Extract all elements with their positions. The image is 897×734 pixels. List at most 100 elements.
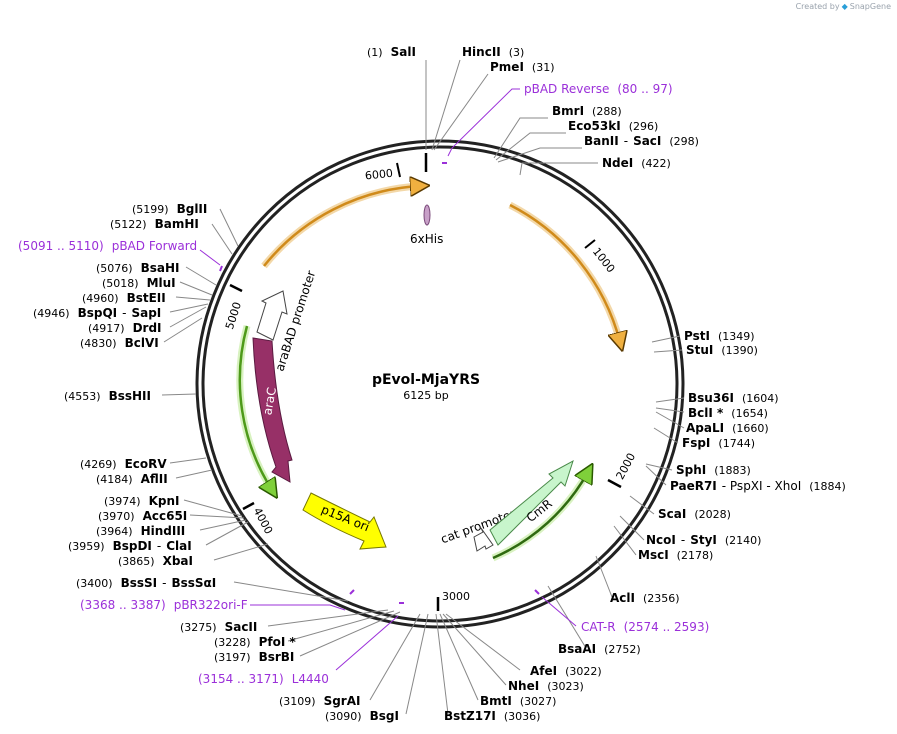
tick-label-6000: 6000 xyxy=(364,167,393,183)
backbone-inner xyxy=(201,145,679,623)
site-nhei: NheI(3023) xyxy=(508,679,584,693)
site-ecorv: (4269)EcoRV xyxy=(80,457,167,471)
cat-promoter-feature xyxy=(473,527,494,552)
tick-label-2000: 2000 xyxy=(614,451,639,482)
site-acc65i: (3970)Acc65I xyxy=(98,509,187,523)
site-scai: ScaI(2028) xyxy=(658,507,731,521)
tick-mark-2000 xyxy=(607,478,622,489)
leader-line xyxy=(433,73,489,151)
leader-line xyxy=(189,514,245,519)
leader-line xyxy=(445,613,521,671)
primer-marks xyxy=(219,162,540,604)
site-bsaai: BsaAI(2752) xyxy=(558,642,641,656)
green-arcs xyxy=(236,325,588,562)
site-xbai: (3865)XbaI xyxy=(118,554,193,568)
site-sgrai: (3109)SgrAI xyxy=(279,694,360,708)
leader-line xyxy=(233,581,349,602)
leader-line xyxy=(205,521,249,546)
leader-line xyxy=(179,281,213,296)
site-leader-lines xyxy=(161,59,685,715)
primer-pbad-forward: (5091 .. 5110)pBAD Forward xyxy=(18,239,197,253)
tick-mark-4000 xyxy=(242,501,255,511)
leader-line xyxy=(655,411,685,429)
leader-line xyxy=(439,613,479,701)
leader-line xyxy=(629,495,655,515)
site-bclvi: (4830)BclVI xyxy=(80,336,159,350)
leader-line xyxy=(645,465,667,486)
site-fspi: FspI(1744) xyxy=(682,436,755,450)
arabad-promoter-feature xyxy=(256,290,288,341)
leader-line xyxy=(199,519,247,531)
primer-line-cat-r xyxy=(541,596,577,627)
leader-line xyxy=(161,393,197,396)
leader-line xyxy=(497,147,582,163)
site-hincii: HincII(3) xyxy=(462,45,524,59)
cmr-feature xyxy=(489,459,574,546)
primer-l4440: (3154 .. 3171)L4440 xyxy=(198,672,329,686)
leader-line xyxy=(169,306,207,328)
primer-line-l4440 xyxy=(335,615,399,671)
green-arc-left xyxy=(238,325,272,490)
leader-line xyxy=(175,469,213,479)
primer-pbr322ori-f: (3368 .. 3387)pBR322ori-F xyxy=(80,598,248,612)
site-acli: AclI(2356) xyxy=(610,591,680,605)
leader-line xyxy=(613,525,637,556)
arac-label: araC xyxy=(260,386,279,416)
leader-line xyxy=(175,296,211,301)
leader-line xyxy=(547,585,587,649)
site-bsu36i: Bsu36I(1604) xyxy=(688,391,779,405)
leader-line xyxy=(493,117,548,159)
snapgene-logo-icon: ◆ xyxy=(841,2,848,11)
orange-arc-glow-right xyxy=(508,201,624,343)
site-eco53ki: Eco53kI(296) xyxy=(568,119,658,133)
leader-line xyxy=(183,499,243,517)
site-psti: PstI(1349) xyxy=(684,329,755,343)
site-pmei: PmeI(31) xyxy=(490,60,555,74)
green-arc-right xyxy=(492,472,588,560)
leader-line xyxy=(595,555,613,598)
leader-line xyxy=(495,132,566,161)
leader-line xyxy=(653,427,679,444)
site-apali: ApaLI(1660) xyxy=(686,421,769,435)
plasmid-name: pEvol-MjaYRS xyxy=(372,372,480,388)
leader-line xyxy=(405,613,429,715)
primer-pbad-reverse: pBAD Reverse(80 .. 97) xyxy=(524,82,673,96)
site-bspdi-clai: (3959)BspDI-ClaI xyxy=(68,539,192,553)
site-bstz17i: BstZ17I(3036) xyxy=(444,709,540,723)
site-bsteii: (4960)BstEII xyxy=(82,291,166,305)
leader-line xyxy=(655,397,685,403)
primer-mark xyxy=(534,589,540,595)
primer-mark xyxy=(349,589,355,595)
leader-line xyxy=(299,611,401,657)
site-sali: (1)SalI xyxy=(367,45,416,59)
site-stui: StuI(1390) xyxy=(686,343,758,357)
leader-line xyxy=(619,515,645,541)
site-sphi: SphI(1883) xyxy=(676,463,751,477)
mjayrs-gene-arcs xyxy=(261,186,624,343)
primer-cat-r: CAT-R(2574 .. 2593) xyxy=(581,620,709,634)
leader-line xyxy=(213,543,269,561)
site-mlui: (5018)MluI xyxy=(102,276,176,290)
site-bsshii: (4553)BssHII xyxy=(64,389,151,403)
site-bsssi-bsssai: (3400)BssSI-BssSαI xyxy=(76,576,216,590)
tick-mark-6000 xyxy=(396,162,401,178)
credit-brand: SnapGene xyxy=(849,2,891,11)
site-afei: AfeI(3022) xyxy=(530,664,602,678)
site-bmti: BmtI(3027) xyxy=(480,694,556,708)
site-bcli: BclI *(1654) xyxy=(688,406,768,420)
leader-line xyxy=(169,457,207,464)
site-bsgi: (3090)BsgI xyxy=(325,709,399,723)
leader-line xyxy=(651,335,681,343)
site-bmri: BmrI(288) xyxy=(552,104,622,118)
tick-label-1000: 1000 xyxy=(590,245,617,275)
tick-label-3000: 3000 xyxy=(442,590,470,603)
his-tag-label: 6xHis xyxy=(410,232,443,246)
credit-prefix: Created by xyxy=(795,2,840,11)
orange-arc-right xyxy=(509,203,620,342)
arac-feature xyxy=(252,337,293,483)
site-bamhi: (5122)BamHI xyxy=(110,217,199,231)
primer-line-pbad-reverse xyxy=(447,88,520,157)
site-ncoi-styi: NcoI-StyI(2140) xyxy=(646,533,761,547)
site-drdi: (4917)DrdI xyxy=(88,321,162,335)
